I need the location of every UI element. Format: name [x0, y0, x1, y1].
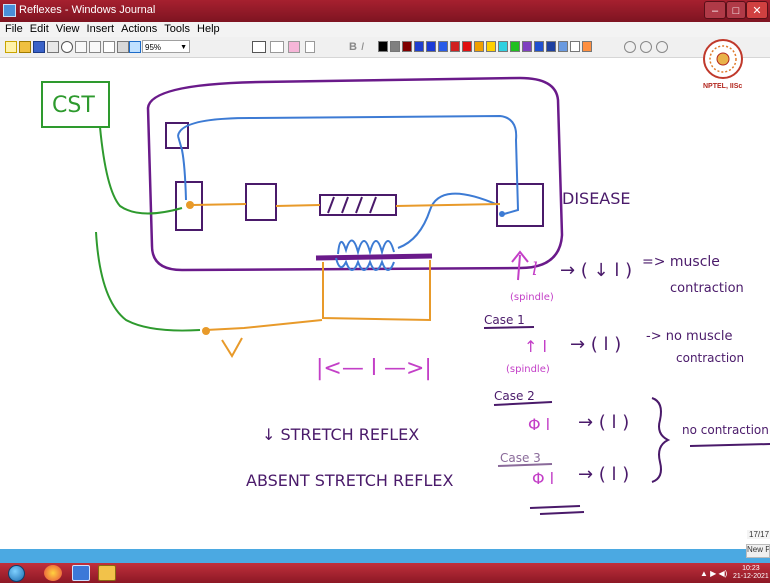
stretch-reflex-label: ↓ STRETCH REFLEX — [262, 425, 419, 444]
eraser-icon[interactable] — [288, 41, 300, 53]
journal-canvas[interactable]: CST DISEASE l (spindle) → ( ↓ l ) => mus… — [0, 58, 770, 564]
minimize-button[interactable]: – — [704, 1, 726, 19]
pen-color-swatch[interactable] — [474, 41, 484, 52]
spindle-note-1: (spindle) — [510, 292, 554, 303]
svg-text:→ ( ↓ l ): → ( ↓ l ) — [560, 260, 632, 281]
pen-color-swatch[interactable] — [570, 41, 580, 52]
pen-color-swatch[interactable] — [402, 41, 412, 52]
page-indicator: 17/17 — [747, 530, 770, 539]
new-page-button[interactable]: New Pa — [746, 544, 770, 558]
insert-space-icon[interactable] — [335, 41, 345, 53]
lasso-icon[interactable] — [89, 41, 101, 53]
tray-icons[interactable]: ▲ ▶ ◀) — [700, 569, 727, 578]
svg-text:Φ l: Φ l — [532, 469, 554, 488]
save-icon[interactable] — [33, 41, 45, 53]
clock-time: 10:23 — [733, 565, 769, 573]
svg-text:→ ( l ): → ( l ) — [578, 464, 629, 485]
menu-tools[interactable]: Tools — [162, 22, 192, 37]
spindle — [316, 256, 432, 258]
green-line-upper — [100, 127, 182, 214]
pen-color-swatch[interactable] — [426, 41, 436, 52]
muscle-outline — [148, 78, 562, 270]
pen-color-swatch[interactable] — [462, 41, 472, 52]
new-note-icon[interactable] — [5, 41, 17, 53]
zoom-icon[interactable] — [129, 41, 141, 53]
start-button[interactable] — [8, 565, 25, 582]
case-1-label: Case 1 — [484, 313, 525, 327]
select-icon[interactable] — [305, 41, 315, 53]
pen-color-swatch[interactable] — [534, 41, 544, 52]
box-middle — [246, 184, 276, 220]
disease-label: DISEASE — [562, 189, 631, 208]
pen-color-swatch[interactable] — [378, 41, 388, 52]
zoom-in-icon[interactable] — [624, 41, 636, 53]
svg-text:Φ l: Φ l — [528, 415, 550, 434]
pen-color-swatch[interactable] — [546, 41, 556, 52]
cst-label: CST — [52, 93, 95, 118]
status-bar — [0, 549, 770, 563]
pen-color-swatch[interactable] — [498, 41, 508, 52]
menu-edit[interactable]: Edit — [28, 22, 51, 37]
no-muscle-note: -> no muscle — [646, 329, 732, 344]
window-title: Reflexes - Windows Journal — [19, 4, 155, 16]
highlighter-icon[interactable] — [270, 41, 284, 53]
zoom-select[interactable]: 95% ▼ — [142, 40, 190, 53]
print-icon[interactable] — [47, 41, 59, 53]
pen-style-icon[interactable] — [252, 41, 266, 53]
menu-view[interactable]: View — [54, 22, 82, 37]
muscle-contraction-note: => muscle — [642, 254, 720, 270]
no-contraction-note: no contraction — [682, 423, 769, 437]
open-folder-icon[interactable] — [19, 41, 31, 53]
pen-color-swatch[interactable] — [510, 41, 520, 52]
chevron-down-icon: ▼ — [180, 41, 187, 54]
pen-color-swatch[interactable] — [582, 41, 592, 52]
italic-icon[interactable]: I — [361, 41, 369, 53]
journal-icon[interactable] — [72, 565, 90, 581]
toolbar: 95% ▼ B I — [0, 37, 770, 58]
length-bracket: |<— l —>| — [316, 356, 432, 381]
clock: 10:23 21-12-2021 — [733, 565, 769, 581]
close-button[interactable]: ✕ — [746, 1, 768, 19]
undo-icon[interactable] — [117, 41, 129, 53]
absent-stretch-reflex-label: ABSENT STRETCH REFLEX — [246, 471, 453, 490]
pen-color-swatch[interactable] — [522, 41, 532, 52]
chrome-icon[interactable] — [44, 565, 62, 581]
contraction-note-1: contraction — [670, 281, 744, 296]
find-icon[interactable] — [61, 41, 73, 53]
svg-text:↑ l: ↑ l — [524, 337, 547, 356]
svg-text:→ ( l ): → ( l ) — [578, 412, 629, 433]
bold-icon[interactable]: B — [349, 41, 359, 53]
pen-color-swatch[interactable] — [390, 41, 400, 52]
journal-app-icon — [3, 4, 16, 17]
case-3-label: Case 3 — [500, 451, 541, 465]
title-bar: Reflexes - Windows Journal – □ ✕ — [0, 0, 770, 22]
menu-help[interactable]: Help — [195, 22, 222, 37]
menu-bar: File Edit View Insert Actions Tools Help — [0, 22, 770, 37]
pen-color-swatch[interactable] — [438, 41, 448, 52]
zoom-fit-icon[interactable] — [656, 41, 668, 53]
folder-icon[interactable] — [98, 565, 116, 581]
clock-date: 21-12-2021 — [733, 573, 769, 581]
pen-color-swatch[interactable] — [414, 41, 424, 52]
spindle-note-2: (spindle) — [506, 364, 550, 375]
svg-text:l: l — [532, 259, 538, 280]
menu-file[interactable]: File — [3, 22, 25, 37]
menu-actions[interactable]: Actions — [119, 22, 159, 37]
up-arrow — [512, 252, 528, 280]
pen-icon[interactable] — [75, 41, 87, 53]
case-2-label: Case 2 — [494, 389, 535, 403]
taskbar: ▲ ▶ ◀) 10:23 21-12-2021 — [0, 563, 770, 583]
green-line-lower — [96, 232, 200, 331]
menu-insert[interactable]: Insert — [85, 22, 117, 37]
maximize-button[interactable]: □ — [726, 1, 746, 19]
copy-icon[interactable] — [103, 41, 115, 53]
zoom-value: 95% — [145, 43, 161, 52]
box-right — [497, 184, 543, 226]
pen-color-swatch[interactable] — [450, 41, 460, 52]
contraction-note-2: contraction — [676, 351, 744, 365]
zoom-out-icon[interactable] — [640, 41, 652, 53]
pen-color-swatch[interactable] — [486, 41, 496, 52]
svg-text:→ ( l ): → ( l ) — [570, 334, 621, 355]
pen-color-swatch[interactable] — [558, 41, 568, 52]
